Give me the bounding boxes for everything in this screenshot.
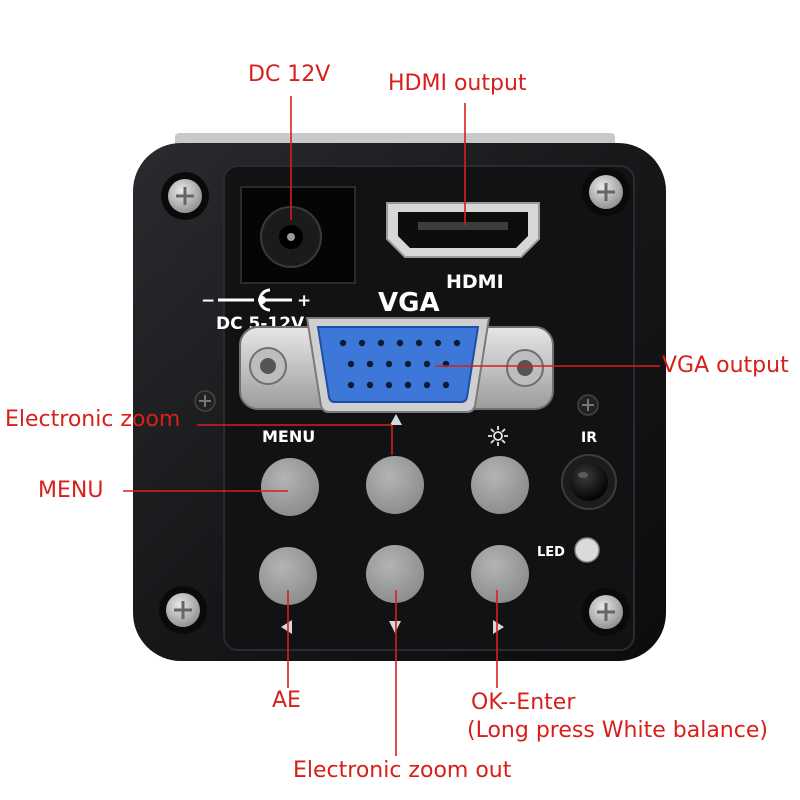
ok-enter-button[interactable] [471,545,529,603]
vga-label: VGA [378,288,440,318]
hdmi-port [386,202,540,258]
up-arrow-icon [390,414,402,425]
small-screw-left-icon [194,390,216,412]
hdmi-label: HDMI [446,271,504,293]
screw-bottom-right-icon [582,588,630,636]
hdmi-output-callout: HDMI output [388,71,527,96]
dc-12v-callout: DC 12V [248,62,331,87]
vga-pins [339,339,461,389]
ir-sensor [561,454,617,510]
long-press-callout: (Long press White balance) [467,718,768,743]
electronic-zoom-callout: Electronic zoom [5,407,181,432]
ae-button[interactable] [259,547,317,605]
white-balance-icon [488,426,508,446]
ae-callout: AE [272,688,301,713]
menu-callout: MENU [38,478,104,503]
vga-port [239,317,554,413]
dc-power-jack [240,186,356,284]
led-indicator [574,537,600,563]
dc-minus-label: − [201,291,215,311]
right-arrow-icon [493,620,504,634]
menu-button[interactable] [261,458,319,516]
ir-label: IR [581,430,597,446]
zoom-up-button[interactable] [366,456,424,514]
left-arrow-icon [281,620,292,634]
down-arrow-icon [389,621,401,633]
led-label: LED [537,545,565,560]
vga-output-callout: VGA output [662,353,789,378]
annotation-leaders [123,96,660,756]
screw-top-left-icon [161,172,209,220]
ok-enter-callout: OK--Enter [471,690,576,715]
menu-button-label: MENU [262,427,315,446]
screw-top-right-icon [582,168,630,216]
small-screw-right-icon [577,394,599,416]
screw-bottom-left-icon [159,586,207,634]
dc-polarity-icon [218,288,292,312]
electronic-zoom-out-callout: Electronic zoom out [293,758,512,783]
dc-plus-label: + [297,291,311,311]
white-balance-button[interactable] [471,456,529,514]
zoom-down-button[interactable] [366,545,424,603]
